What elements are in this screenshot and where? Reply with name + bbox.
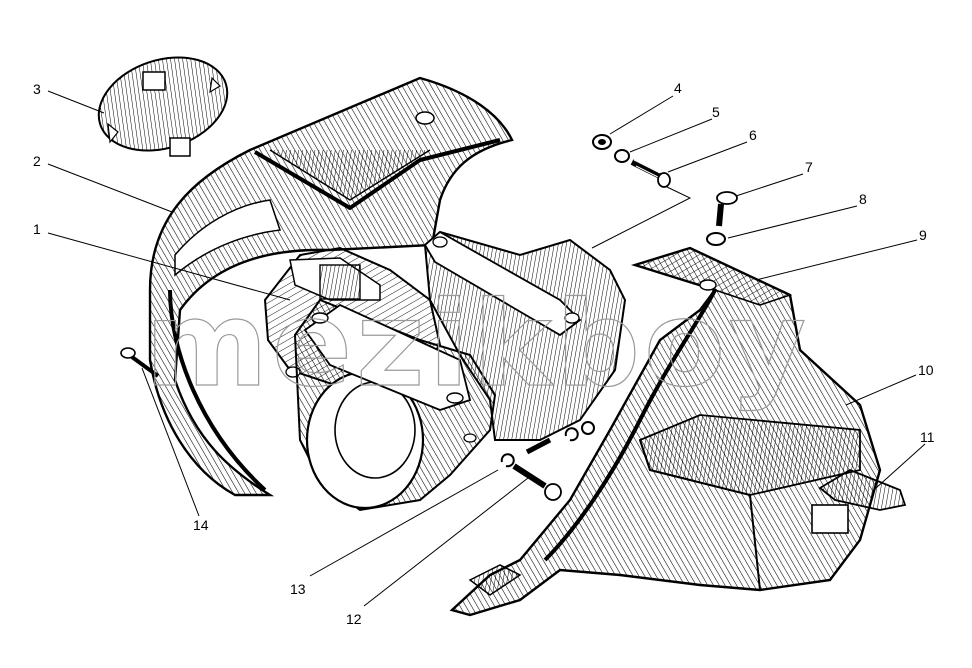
- part-3-cap: [97, 56, 229, 157]
- callout-10: 10: [918, 362, 934, 378]
- callout-5: 5: [712, 104, 720, 120]
- callout-3: 3: [33, 81, 41, 97]
- callout-12: 12: [346, 611, 362, 627]
- callout-7: 7: [805, 159, 813, 175]
- callout-8: 8: [859, 191, 867, 207]
- callout-6: 6: [749, 127, 757, 143]
- callout-14: 14: [193, 517, 209, 533]
- ring-bracket: [293, 298, 497, 512]
- callout-labels: 1 2 3 4 5 6 7 8 9 10 11 12 13 14: [33, 80, 935, 627]
- part-7-screw: [716, 191, 738, 227]
- part-12-screw: [512, 437, 562, 501]
- part-13-clip: [500, 421, 595, 468]
- rear-bracket: [423, 230, 627, 441]
- part-8-washer: [706, 232, 726, 246]
- part-2-upper-housing: [148, 76, 514, 497]
- callout-11: 11: [920, 429, 935, 445]
- assembly-path-line: [591, 186, 692, 249]
- part-5-washer: [614, 149, 630, 163]
- part-6-screw: [630, 159, 671, 188]
- part-10-lower-housing: [449, 246, 882, 617]
- callout-13: 13: [290, 581, 306, 597]
- part-14-screw: [120, 347, 160, 378]
- callout-2: 2: [33, 153, 41, 169]
- part-4-nut: [592, 134, 612, 150]
- part-11-lever: [811, 468, 907, 534]
- leader-lines: [47, 90, 926, 607]
- watermark-text: mezikboy: [145, 275, 810, 413]
- callout-1: 1: [33, 221, 41, 237]
- callout-4: 4: [674, 80, 682, 96]
- callout-9: 9: [919, 227, 927, 243]
